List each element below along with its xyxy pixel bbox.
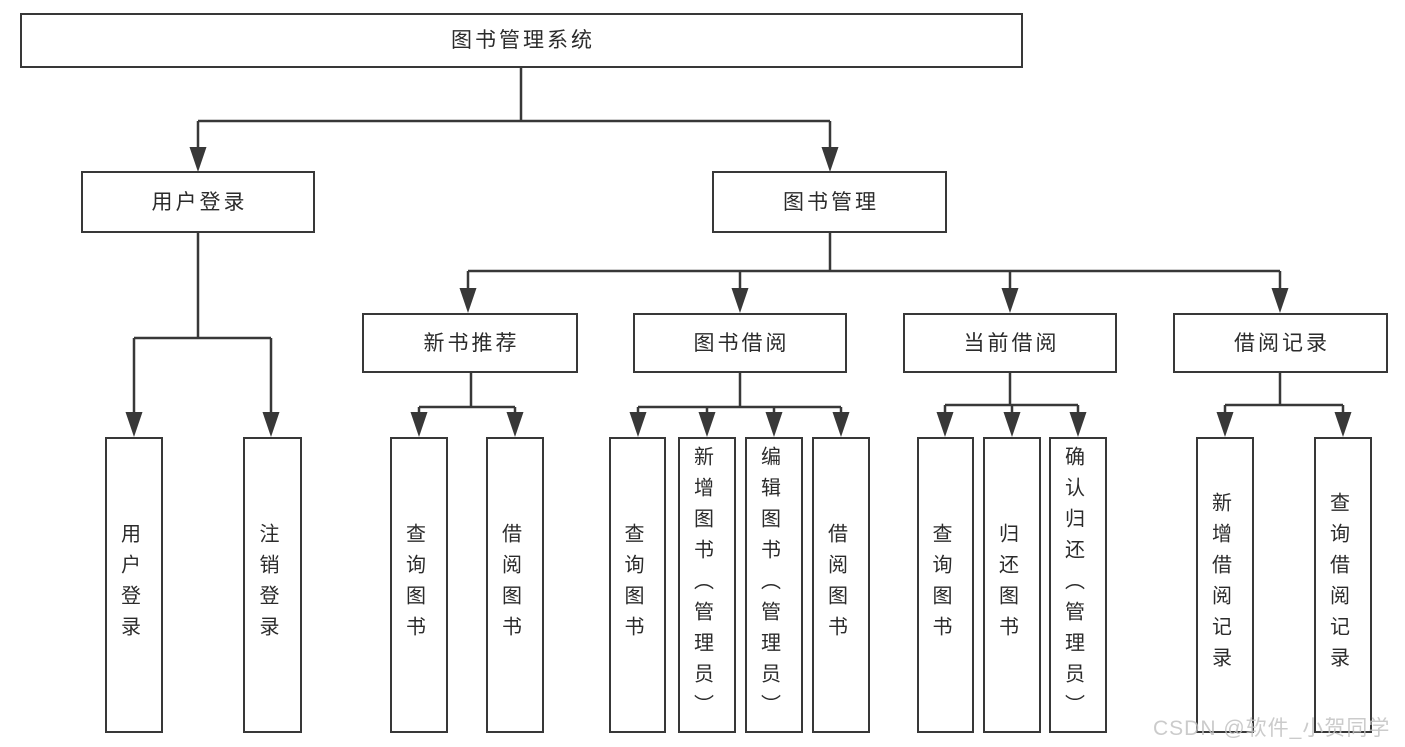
leaf-add-books-admin: 新增图书（管理员） <box>678 437 736 733</box>
leaf-add-borrow-record-label: 新增借阅记录 <box>1208 492 1231 678</box>
leaf-return-books: 归还图书 <box>983 437 1041 733</box>
leaf-query-borrow-record-label: 查询借阅记录 <box>1326 492 1349 678</box>
leaf-user-login-label: 用户登录 <box>117 523 140 647</box>
leaf-edit-books-admin: 编辑图书（管理员） <box>745 437 803 733</box>
node-borrow-records: 借阅记录 <box>1173 313 1388 373</box>
leaf-add-books-admin-label: 新增图书（管理员） <box>690 445 713 725</box>
leaf-query-books-current: 查询图书 <box>917 437 974 733</box>
leaf-query-borrow-record: 查询借阅记录 <box>1314 437 1372 733</box>
leaf-borrow-books-recommend: 借阅图书 <box>486 437 544 733</box>
leaf-return-books-label: 归还图书 <box>995 523 1018 647</box>
leaf-logout-login-label: 注销登录 <box>256 523 278 647</box>
leaf-confirm-return-admin-label: 确认归还（管理员） <box>1061 445 1084 725</box>
node-current-borrow: 当前借阅 <box>903 313 1117 373</box>
node-book-borrow: 图书借阅 <box>633 313 847 373</box>
leaf-edit-books-admin-label: 编辑图书（管理员） <box>757 445 780 725</box>
leaf-query-books-borrow-label: 查询图书 <box>621 523 643 647</box>
node-user-login: 用户登录 <box>81 171 315 233</box>
leaf-borrow-books-borrow-label: 借阅图书 <box>824 523 847 647</box>
leaf-query-books-borrow: 查询图书 <box>609 437 666 733</box>
node-book-management: 图书管理 <box>712 171 947 233</box>
leaf-query-books-recommend: 查询图书 <box>390 437 448 733</box>
node-new-book-recommend: 新书推荐 <box>362 313 578 373</box>
leaf-add-borrow-record: 新增借阅记录 <box>1196 437 1254 733</box>
leaf-user-login: 用户登录 <box>105 437 163 733</box>
leaf-query-books-current-label: 查询图书 <box>929 523 951 647</box>
leaf-borrow-books-recommend-label: 借阅图书 <box>498 523 521 647</box>
watermark: CSDN @软件_小贺同学 <box>1153 717 1391 740</box>
leaf-confirm-return-admin: 确认归还（管理员） <box>1049 437 1107 733</box>
leaf-query-books-recommend-label: 查询图书 <box>402 523 425 647</box>
leaf-borrow-books-borrow: 借阅图书 <box>812 437 870 733</box>
node-root: 图书管理系统 <box>20 13 1023 68</box>
leaf-logout-login: 注销登录 <box>243 437 302 733</box>
